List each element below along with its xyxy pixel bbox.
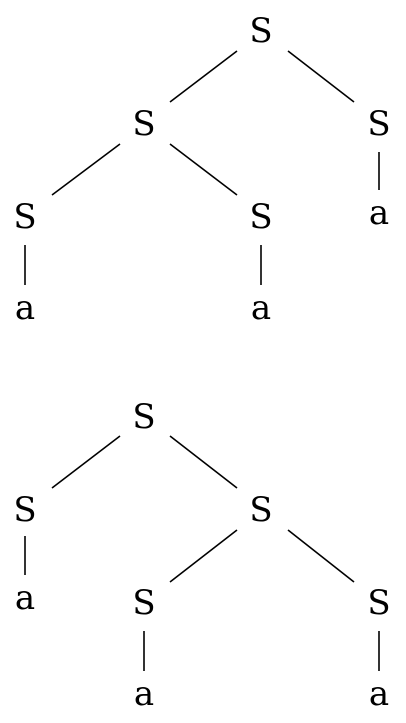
node-n8: a xyxy=(251,288,271,328)
node-m1: S xyxy=(132,397,155,437)
edge-n1-n2 xyxy=(169,50,238,103)
parse-tree-1: S S S S S a a a xyxy=(13,11,390,328)
node-n7: a xyxy=(15,288,35,328)
node-m4: a xyxy=(15,578,35,618)
node-n3: S xyxy=(367,104,390,144)
node-n1: S xyxy=(249,11,272,51)
edge-m1-m3 xyxy=(169,435,238,489)
edge-n2-n5 xyxy=(169,143,238,196)
node-m8: a xyxy=(369,674,389,714)
node-m7: a xyxy=(134,674,154,714)
edge-m3-m5 xyxy=(169,529,238,583)
node-m5: S xyxy=(132,583,155,623)
edge-m3-m6 xyxy=(287,529,355,583)
node-m3: S xyxy=(249,490,272,530)
node-n5: S xyxy=(249,197,272,237)
edge-n1-n3 xyxy=(287,50,355,103)
edge-n2-n4 xyxy=(51,143,121,196)
node-m2: S xyxy=(13,490,36,530)
edge-m1-m2 xyxy=(51,435,121,489)
node-n6: a xyxy=(369,193,389,233)
node-n2: S xyxy=(132,104,155,144)
parse-tree-2: S S S a S S a a xyxy=(13,397,390,714)
node-n4: S xyxy=(13,197,36,237)
node-m6: S xyxy=(367,583,390,623)
